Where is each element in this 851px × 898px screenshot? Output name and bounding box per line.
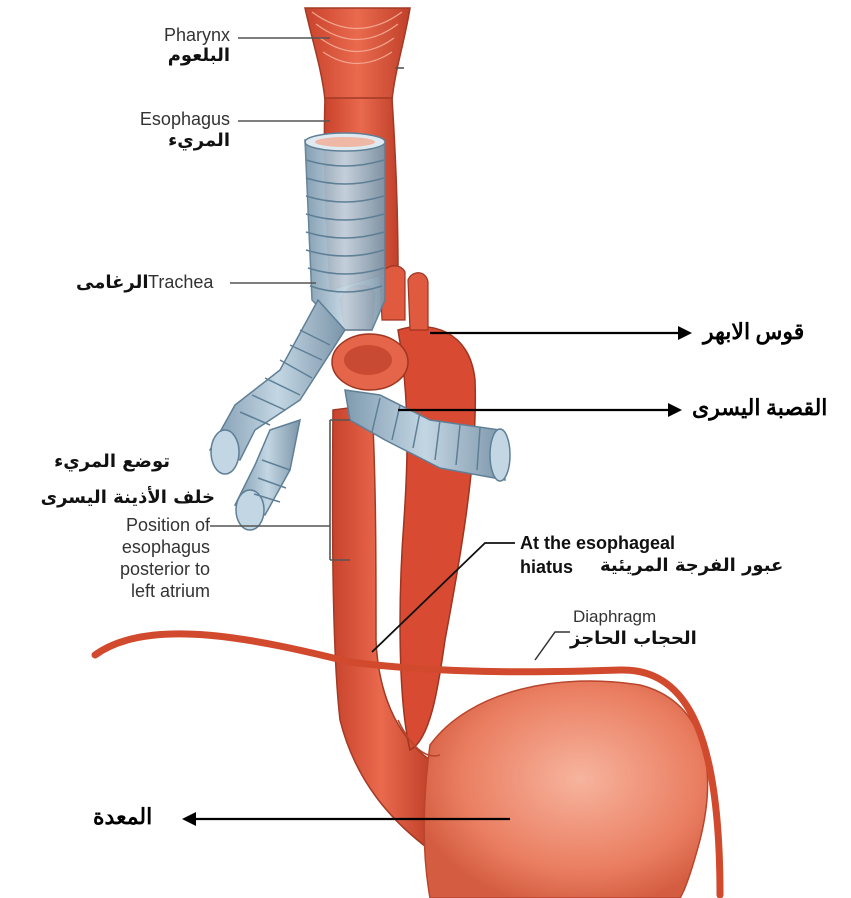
stomach-label-ar: المعدة (93, 805, 152, 829)
pharynx-label-en: Pharynx (130, 26, 230, 46)
aortic-arch-arrow (430, 326, 692, 340)
position-label-ar-line2: خلف الأذينة اليسرى (0, 488, 215, 508)
stomach-shape (398, 681, 708, 898)
position-label-ar-line1: توضع المريء (0, 452, 170, 472)
position-label-en-line4: left atrium (60, 582, 210, 602)
diaphragm-pointer (535, 632, 570, 660)
diaphragm-label-en: Diaphragm (573, 608, 656, 627)
esophagus-label-en: Esophagus (100, 110, 230, 130)
hiatus-label-en-line2: hiatus (520, 558, 573, 578)
trachea-label-ar: الرغامى (76, 273, 149, 293)
trachea-label-en: Trachea (148, 273, 213, 293)
diaphragm-label-ar: الحجاب الحاجز (570, 629, 697, 649)
pharynx-shape (305, 8, 410, 100)
pharynx-label-ar: البلعوم (130, 46, 230, 66)
position-label-en-line2: esophagus (60, 538, 210, 558)
aortic-arch-label-ar: قوس الابهر (703, 320, 804, 344)
position-label-en-line3: posterior to (60, 560, 210, 580)
hiatus-label-ar: عبور الفرجة المريئية (600, 556, 783, 576)
position-label-en-line1: Position of (60, 516, 210, 536)
esophagus-label-ar: المريء (100, 131, 230, 151)
left-bronchus-label-ar: القصبة اليسرى (692, 396, 827, 420)
hiatus-label-en-line1: At the esophageal (520, 534, 675, 554)
